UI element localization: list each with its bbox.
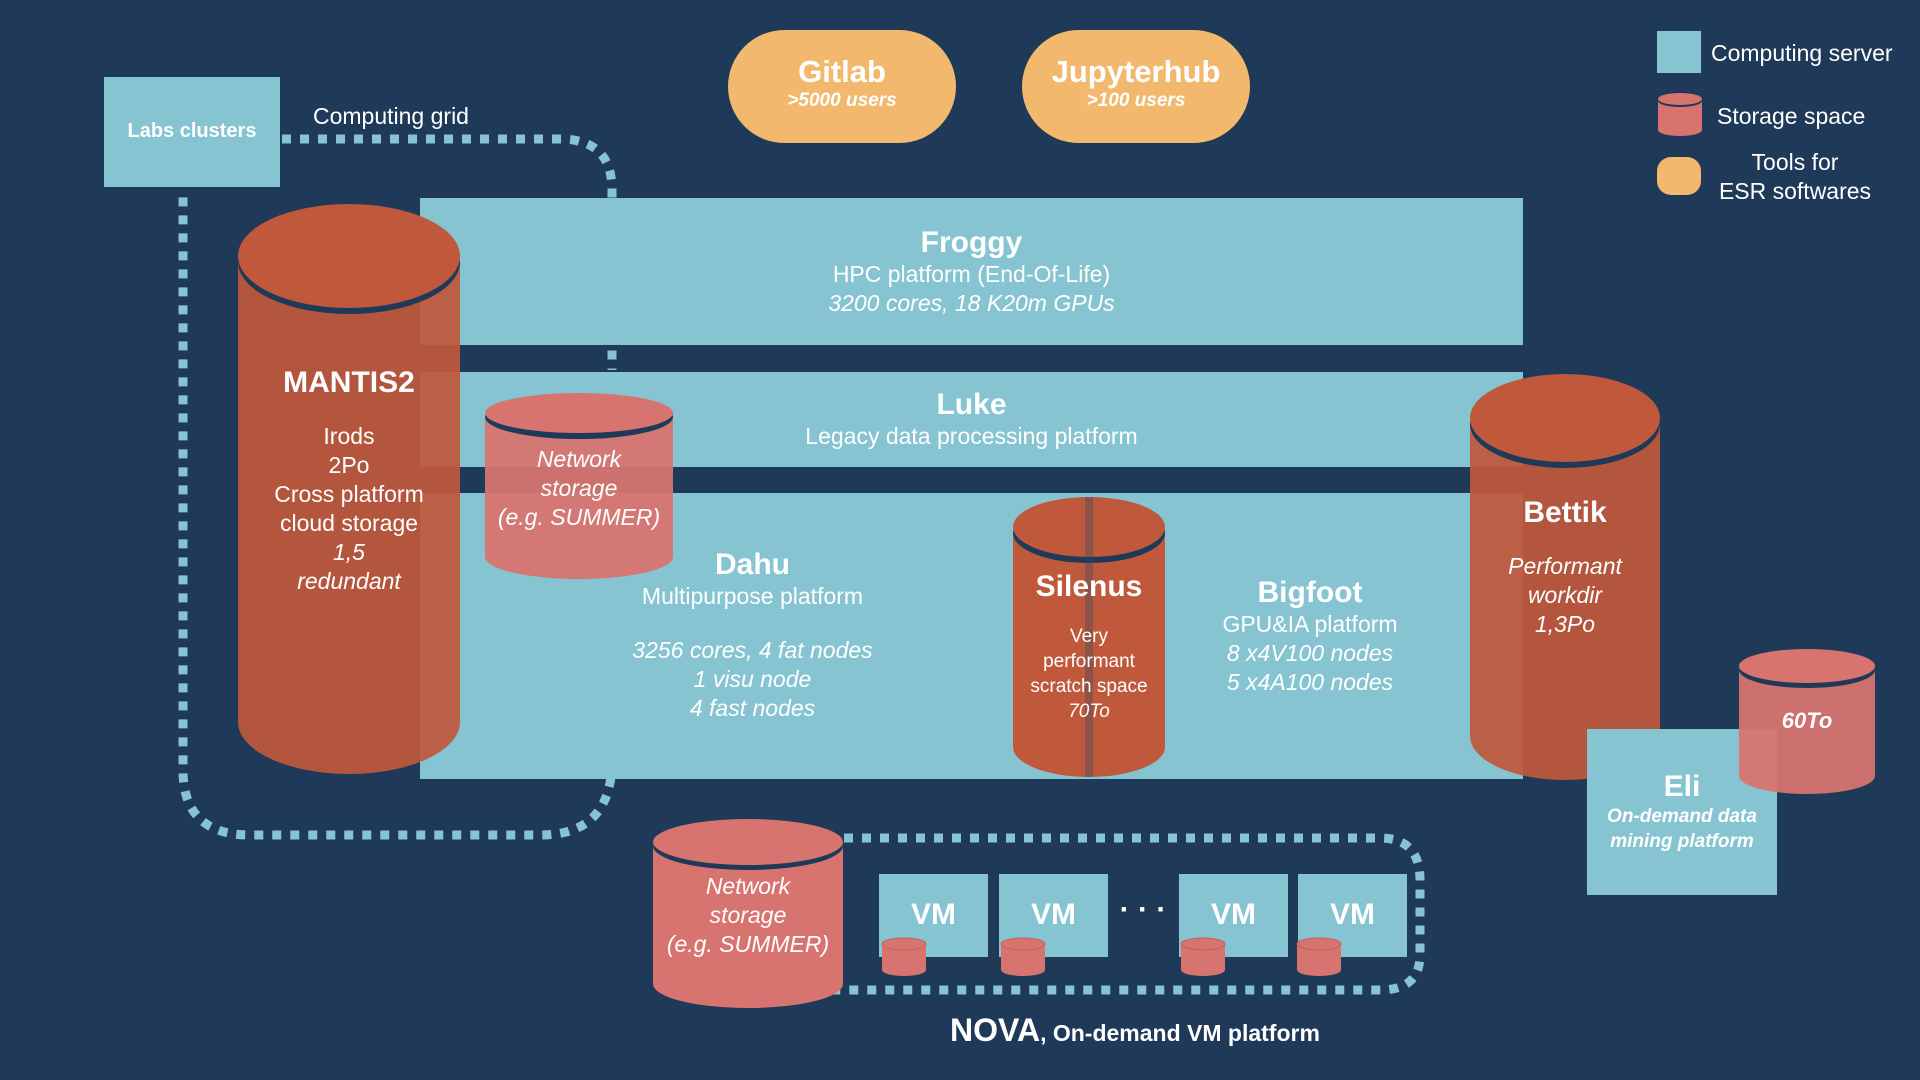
mantis2-label-group: MANTIS2 Irods 2Po Cross platform cloud s…	[236, 366, 462, 596]
eli-storage-label: 60To	[1781, 708, 1833, 733]
legend-storage-label: Storage space	[1717, 103, 1866, 129]
luke-title: Luke	[936, 388, 1007, 421]
dahu-title: Dahu	[715, 548, 790, 581]
froggy-platform	[420, 198, 1523, 345]
network-storage-bottom-line1: Network	[705, 873, 791, 899]
mantis2-cylinder	[238, 204, 460, 774]
mantis2-line1: Irods	[323, 423, 375, 449]
labs-clusters-label: Labs clusters	[127, 120, 257, 142]
bettik-cylinder	[1470, 374, 1660, 780]
silenus-line1: Very	[1069, 626, 1109, 647]
dahu-label-group: Dahu Multipurpose platform 3256 cores, 4…	[600, 548, 905, 723]
legend-tools-line1: Tools for	[1751, 149, 1839, 175]
gitlab-title: Gitlab	[798, 54, 886, 89]
nova-title: NOVA	[950, 1012, 1041, 1048]
network-storage-top-line1: Network	[536, 446, 622, 472]
vm-disk-icon	[1180, 937, 1226, 976]
dahu-spec2: 1 visu node	[693, 666, 812, 692]
silenus-line4: 70To	[1068, 701, 1110, 722]
mantis2-title: MANTIS2	[283, 366, 415, 399]
mantis2-line6: redundant	[297, 568, 401, 594]
silenus-cylinder	[1013, 497, 1165, 777]
jupyterhub-title: Jupyterhub	[1051, 54, 1221, 89]
network-storage-top-line3: (e.g. SUMMER)	[497, 504, 661, 530]
bettik-line2: workdir	[1527, 582, 1603, 608]
eli-label-group: Eli On-demand data mining platform	[1587, 770, 1777, 854]
bigfoot-spec2: 5 x4A100 nodes	[1226, 669, 1394, 695]
network-storage-top-line2: storage	[540, 475, 618, 501]
eli-line1: On-demand data	[1607, 806, 1757, 827]
dahu-spec1: 3256 cores, 4 fat nodes	[632, 637, 873, 663]
froggy-label-group: Froggy HPC platform (End-Of-Life) 3200 c…	[420, 226, 1523, 318]
computing-grid-path	[178, 134, 617, 840]
bigfoot-title: Bigfoot	[1257, 576, 1363, 609]
network-storage-bottom-label: Network storage (e.g. SUMMER)	[651, 872, 845, 959]
vm-ellipsis: · · ·	[1119, 893, 1167, 926]
luke-desc: Legacy data processing platform	[805, 423, 1138, 449]
network-storage-bottom-cylinder	[653, 819, 843, 1008]
vm-disk-icon	[881, 937, 927, 976]
legend-tools-line2: ESR softwares	[1718, 178, 1872, 204]
mantis2-line4: cloud storage	[279, 510, 419, 536]
eli-storage-cylinder	[1739, 649, 1875, 794]
legend-tools-swatch	[1657, 157, 1701, 195]
vm-disk-icon	[1000, 937, 1046, 976]
nova-label: NOVA, On-demand VM platform	[950, 1012, 1320, 1049]
gitlab-pill: Gitlab >5000 users	[728, 30, 956, 143]
legend-storage-swatch	[1658, 93, 1702, 136]
labs-clusters-box	[104, 77, 280, 187]
froggy-desc: HPC platform (End-Of-Life)	[832, 261, 1111, 287]
vm-disk-icon	[1296, 937, 1342, 976]
legend-tools-label: Tools for ESR softwares	[1700, 148, 1890, 206]
legend-computing-server-swatch	[1657, 31, 1701, 73]
bettik-label-group: Bettik Performant workdir 1,3Po	[1468, 496, 1662, 639]
gitlab-users: >5000 users	[787, 90, 897, 111]
silenus-line2: performant	[1043, 651, 1135, 672]
vm-box: VM	[879, 874, 988, 957]
dahu-spec3: 4 fast nodes	[689, 695, 816, 721]
bigfoot-desc: GPU&IA platform	[1222, 611, 1398, 637]
network-storage-top-label: Network storage (e.g. SUMMER)	[483, 445, 675, 532]
computing-grid-label: Computing grid	[313, 103, 469, 129]
bettik-line3: 1,3Po	[1534, 611, 1596, 637]
eli-title: Eli	[1663, 770, 1701, 803]
bigfoot-label-group: Bigfoot GPU&IA platform 8 x4V100 nodes 5…	[1185, 576, 1435, 697]
mantis2-line5: 1,5	[333, 539, 365, 565]
jupyterhub-users: >100 users	[1086, 90, 1186, 111]
mantis2-line2: 2Po	[328, 452, 370, 478]
mantis2-line3: Cross platform	[274, 481, 424, 507]
bigfoot-spec1: 8 x4V100 nodes	[1226, 640, 1394, 666]
network-storage-top-cylinder	[485, 393, 673, 579]
froggy-title: Froggy	[920, 226, 1023, 259]
silenus-title: Silenus	[1035, 570, 1143, 603]
bettik-title: Bettik	[1523, 496, 1607, 529]
nova-desc: , On-demand VM platform	[1040, 1020, 1320, 1046]
network-storage-bottom-line2: storage	[709, 902, 787, 928]
bettik-line1: Performant	[1508, 553, 1622, 579]
eli-line2: mining platform	[1610, 831, 1754, 852]
luke-label-group: Luke Legacy data processing platform	[420, 388, 1523, 451]
silenus-label-group: Silenus Very performant scratch space 70…	[1011, 570, 1167, 724]
froggy-specs: 3200 cores, 18 K20m GPUs	[828, 290, 1115, 316]
dahu-desc: Multipurpose platform	[641, 583, 864, 609]
network-storage-bottom-line3: (e.g. SUMMER)	[666, 931, 830, 957]
legend-computing-server-label: Computing server	[1711, 40, 1893, 66]
silenus-line3: scratch space	[1030, 676, 1148, 697]
jupyterhub-pill: Jupyterhub >100 users	[1022, 30, 1250, 143]
